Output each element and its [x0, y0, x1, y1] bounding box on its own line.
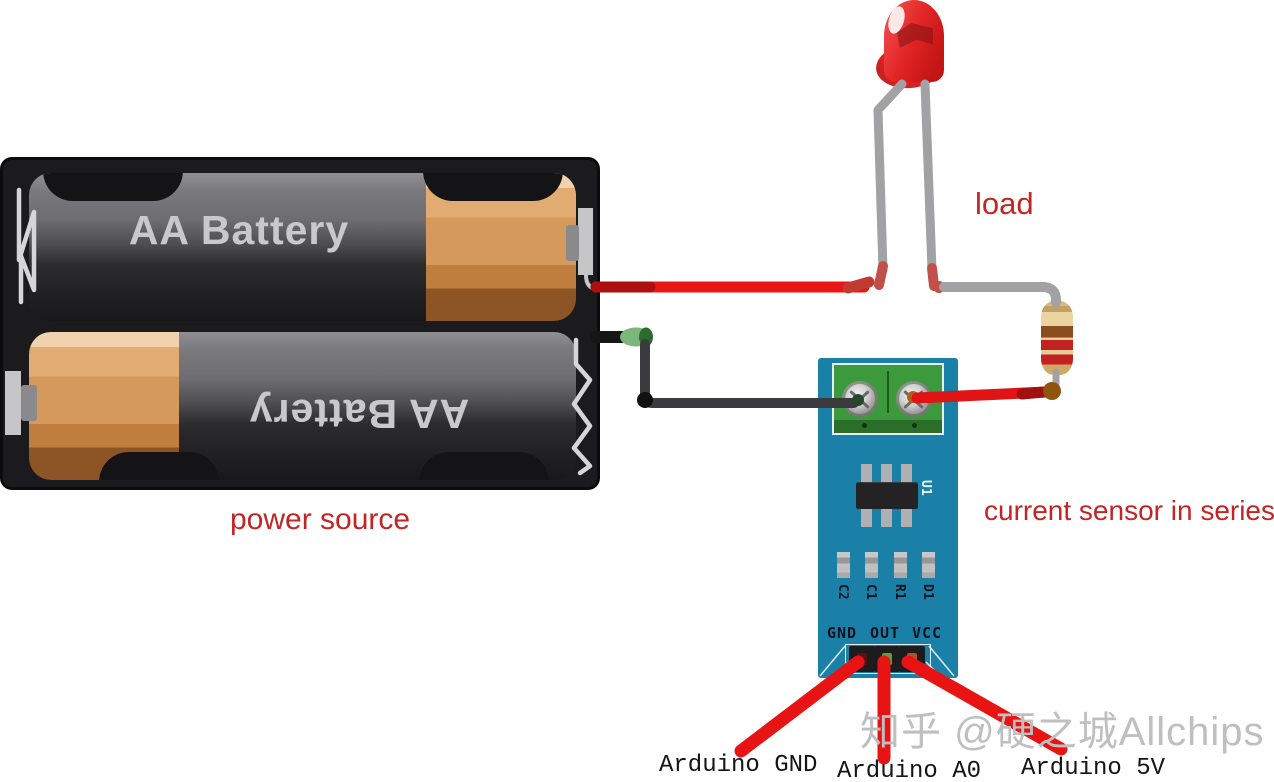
label-arduino-gnd: Arduino GND [659, 752, 818, 779]
label-arduino-a0: Arduino A0 [837, 758, 982, 782]
header-pin-gnd [849, 646, 875, 672]
battery-top: AA Battery [29, 173, 576, 321]
label-load: load [975, 186, 1034, 221]
wire-red-elbow [842, 276, 875, 294]
smd-label-c2: C2 [835, 584, 850, 600]
watermark: 知乎 @硬之城Allchips [860, 710, 1265, 754]
smd-component-c2 [837, 552, 850, 578]
wire-red-dark-tip [1016, 386, 1050, 400]
ic-label: U1 [918, 480, 933, 496]
battery-bottom: AA Battery [29, 332, 576, 480]
ic-pin [861, 508, 872, 527]
terminal-screw-right [896, 381, 932, 417]
pin-label-vcc: VCC [912, 624, 943, 642]
ic-pin [881, 464, 892, 483]
label-current-sensor: current sensor in series [984, 495, 1274, 526]
header-pin-vcc [899, 646, 925, 672]
pin-label-gnd: GND [827, 624, 858, 642]
smd-component-d1 [922, 552, 935, 578]
contact-nub [21, 385, 37, 421]
smd-label-c1: C1 [863, 584, 878, 600]
leg-wire-junction [933, 281, 945, 293]
led-left-leg-joint [874, 261, 888, 290]
contact-plate [578, 208, 593, 275]
wire-green-bead [620, 327, 652, 347]
pin-core [882, 653, 892, 665]
wire-green-bead-ring [639, 327, 653, 347]
holder-clip [99, 452, 219, 480]
ic-chip [856, 482, 918, 509]
contact-plate [5, 371, 21, 435]
smd-label-d1: D1 [920, 584, 935, 600]
led-right-leg [920, 79, 937, 275]
smd-component-c1 [865, 552, 878, 578]
current-sensor-module: U1 C2 C1 R1 D1 GND OUT VCC [818, 358, 958, 678]
terminal-dot [912, 423, 917, 428]
holder-clip [43, 173, 183, 201]
led-right-leg-joint [927, 263, 939, 291]
contact-hook [584, 274, 597, 291]
wire-gray-led-to-resistor [939, 282, 1061, 307]
label-arduino-5v: Arduino 5V [1021, 755, 1166, 782]
battery-holder: AA Battery AA Battery [0, 157, 600, 490]
ic-pin [881, 508, 892, 527]
pin-core [907, 653, 917, 665]
terminal-screw-left [842, 381, 878, 417]
battery-top-label: AA Battery [128, 207, 350, 253]
ic-pin [861, 464, 872, 483]
holder-clip [419, 452, 549, 480]
smd-label-r1: R1 [892, 584, 907, 600]
terminal-base [834, 420, 942, 433]
led-left-leg [873, 79, 907, 275]
spring-left-icon [16, 187, 37, 305]
holder-springs [16, 187, 597, 476]
wire-black-corner [637, 392, 653, 408]
spring-right-icon [571, 337, 593, 476]
terminal-divider [887, 371, 889, 413]
wire-tip-resistor [1043, 382, 1061, 400]
label-power-source: power source [230, 503, 411, 536]
header-pin-out [874, 646, 900, 672]
ic-pin [901, 508, 912, 527]
ic-pin [901, 464, 912, 483]
resistor [1041, 301, 1073, 375]
holder-clip [423, 173, 563, 201]
smd-component-r1 [894, 552, 907, 578]
contact-nub [566, 225, 579, 261]
pin-core [857, 653, 867, 665]
terminal-dot [862, 423, 867, 428]
pin-label-out: OUT [870, 624, 901, 642]
